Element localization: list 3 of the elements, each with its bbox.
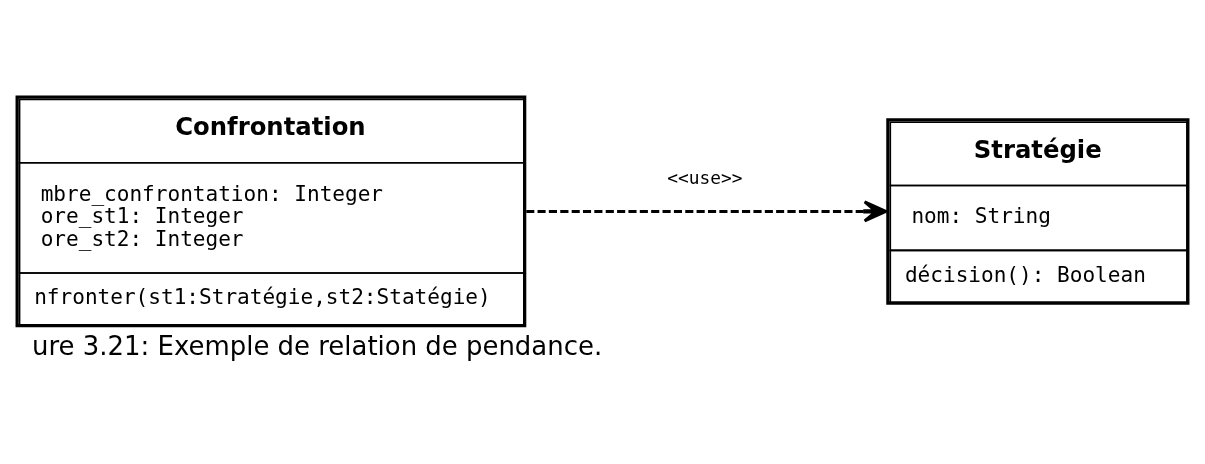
edge-label: <<use>> — [667, 166, 743, 188]
arrow — [526, 200, 888, 222]
caption: ure 3.21: Exemple de relation de pendance. — [32, 330, 603, 361]
